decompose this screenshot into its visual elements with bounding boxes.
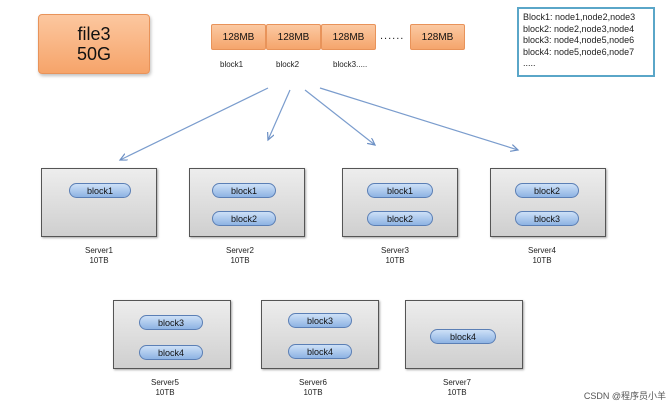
file-size: 50G	[76, 44, 112, 64]
server-6-block-2: block4	[288, 344, 352, 359]
block-chunk-1: 128MB	[211, 24, 266, 50]
server-name: Server5	[150, 378, 179, 387]
server-2-block-2: block2	[212, 211, 276, 226]
server-7-label: Server7 10TB	[418, 378, 496, 398]
server-5-label: Server5 10TB	[126, 378, 204, 398]
block-chunk-3: 128MB	[321, 24, 376, 50]
file-box: file3 50G	[38, 14, 150, 74]
server-name: Server6	[298, 378, 327, 387]
file-name: file3	[77, 24, 111, 44]
server-capacity: 10TB	[532, 256, 552, 265]
block-label-2: block2	[276, 60, 300, 69]
legend-line: Block1: node1,node2,node3	[523, 12, 636, 22]
block-label-1: block1	[220, 60, 244, 69]
server-7-block-1: block4	[430, 329, 496, 344]
server-6-block-1: block3	[288, 313, 352, 328]
server-5-block-2: block4	[139, 345, 203, 360]
legend-line: block3: node4,node5,node6	[523, 35, 635, 46]
server-4-block-2: block3	[515, 211, 579, 226]
server-5-block-1: block3	[139, 315, 203, 330]
server-3-box: block1 block2	[342, 168, 458, 237]
legend-line: .....	[523, 58, 536, 69]
server-6-label: Server6 10TB	[274, 378, 352, 398]
server-3-block-2: block2	[367, 211, 433, 226]
server-name: Server4	[527, 246, 556, 255]
server-capacity: 10TB	[447, 388, 467, 397]
server-3-label: Server3 10TB	[356, 246, 434, 266]
server-2-box: block1 block2	[189, 168, 305, 237]
legend-line: block2: node2,node3,node4	[523, 23, 635, 34]
server-2-label: Server2 10TB	[201, 246, 279, 266]
legend-line: block4: node5,node6,node7	[523, 46, 635, 57]
block-chunk-4: 128MB	[410, 24, 465, 50]
server-capacity: 10TB	[303, 388, 323, 397]
block-size-label: 128MB	[277, 31, 310, 43]
server-4-block-1: block2	[515, 183, 579, 198]
server-6-box: block3 block4	[261, 300, 379, 369]
block-label-3: block3.....	[333, 60, 368, 69]
server-3-block-1: block1	[367, 183, 433, 198]
server-1-label: Server1 10TB	[60, 246, 138, 266]
server-1-box: block1	[41, 168, 157, 237]
block-location-legend: Block1: node1,node2,node3 block2: node2,…	[517, 7, 655, 77]
server-capacity: 10TB	[385, 256, 405, 265]
server-name: Server7	[442, 378, 471, 387]
server-2-block-1: block1	[212, 183, 276, 198]
block-size-label: 128MB	[332, 31, 365, 43]
server-name: Server2	[225, 246, 254, 255]
server-4-box: block2 block3	[490, 168, 606, 237]
server-5-box: block3 block4	[113, 300, 231, 369]
server-capacity: 10TB	[230, 256, 250, 265]
server-1-block-1: block1	[69, 183, 131, 198]
block-size-label: 128MB	[222, 31, 255, 43]
server-capacity: 10TB	[89, 256, 109, 265]
server-name: Server3	[380, 246, 409, 255]
server-7-box: block4	[405, 300, 523, 369]
server-name: Server1	[84, 246, 113, 255]
server-capacity: 10TB	[155, 388, 175, 397]
ellipsis: ......	[380, 30, 405, 42]
server-4-label: Server4 10TB	[503, 246, 581, 266]
block-chunk-2: 128MB	[266, 24, 321, 50]
watermark: CSDN @程序员小羊	[583, 391, 666, 401]
block-size-label: 128MB	[421, 31, 454, 43]
